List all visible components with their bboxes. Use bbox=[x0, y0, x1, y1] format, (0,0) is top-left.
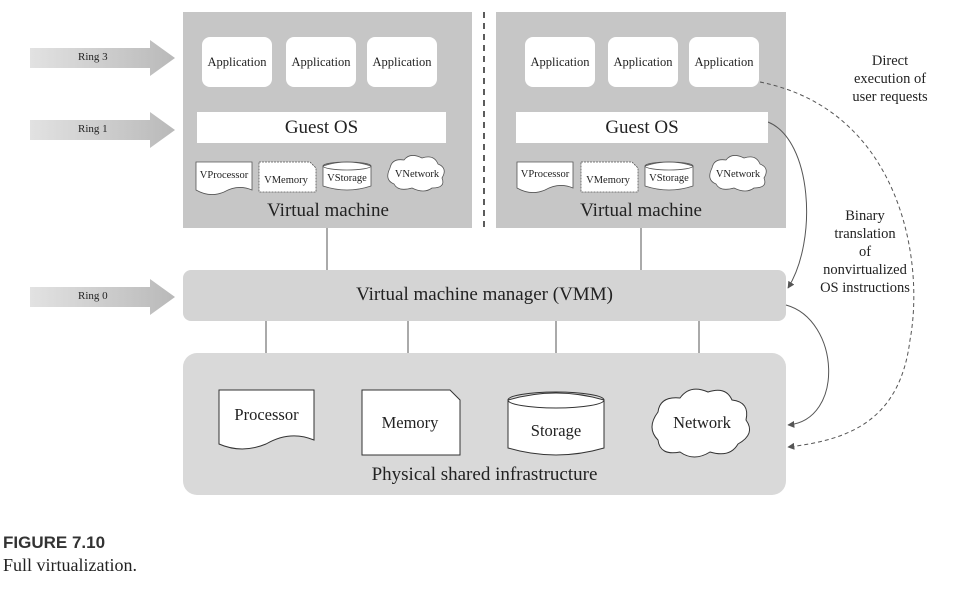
storage-shape bbox=[507, 392, 605, 456]
binary-note-line-1: Binary bbox=[845, 208, 885, 224]
direct-note-line-3: user requests bbox=[852, 89, 928, 105]
vm-right-vnetwork-label: VNetwork bbox=[715, 168, 761, 180]
vm-left-vnetwork-label: VNetwork bbox=[394, 168, 440, 180]
vm-right-vstorage-label: VStorage bbox=[649, 172, 689, 184]
direct-execution-note: Direct execution of user requests bbox=[820, 52, 960, 106]
storage-label: Storage bbox=[530, 421, 582, 440]
vm-left-vmemory-shape bbox=[258, 161, 317, 193]
binary-translation-arrow-1 bbox=[767, 121, 808, 289]
vm-right-vnetwork-shape bbox=[709, 155, 767, 192]
memory-label: Memory bbox=[381, 413, 439, 432]
processor-shape bbox=[218, 389, 315, 450]
processor-label: Processor bbox=[234, 405, 299, 424]
figure-caption: Full virtualization. bbox=[3, 555, 137, 575]
vm-left-guest-os: Guest OS bbox=[197, 112, 446, 143]
vm-left-vstorage-label: VStorage bbox=[327, 172, 367, 184]
vmm-label: Virtual machine manager (VMM) bbox=[356, 284, 613, 305]
direct-note-line-1: Direct bbox=[871, 53, 909, 69]
vm-left-vprocessor-shape bbox=[195, 161, 253, 195]
vm-right-vprocessor-label: VProcessor bbox=[520, 168, 570, 180]
physical-box bbox=[183, 353, 786, 495]
vm-left-vmemory-label: VMemory bbox=[264, 174, 308, 186]
binary-note-line-2: translation bbox=[834, 226, 896, 242]
binary-note-line-5: OS instructions bbox=[820, 280, 910, 296]
vm-right-vprocessor-shape bbox=[516, 161, 574, 193]
ring-0-label: Ring 0 bbox=[78, 290, 108, 302]
vm-right-application-3: Application bbox=[689, 37, 759, 87]
vm-left-application-1: Application bbox=[202, 37, 272, 87]
vm-right-application-1: Application bbox=[525, 37, 595, 87]
ring-0-arrow bbox=[30, 279, 175, 315]
ring-3-arrow bbox=[30, 40, 175, 76]
vm-left-vprocessor-label: VProcessor bbox=[199, 169, 249, 181]
vm-right-vmemory-label: VMemory bbox=[586, 174, 630, 186]
direct-note-line-2: execution of bbox=[853, 71, 927, 87]
network-label: Network bbox=[673, 413, 731, 432]
binary-note-line-3: of bbox=[858, 244, 872, 260]
memory-shape bbox=[361, 389, 461, 456]
network-shape bbox=[651, 388, 751, 458]
ring-3-label: Ring 3 bbox=[78, 51, 108, 63]
vm-right-vmemory-shape bbox=[580, 161, 639, 193]
vm-right-guest-os: Guest OS bbox=[516, 112, 768, 143]
binary-translation-note: Binary translation of nonvirtualized OS … bbox=[795, 207, 935, 297]
physical-label: Physical shared infrastructure bbox=[371, 464, 598, 485]
figure-title: FIGURE 7.10 bbox=[3, 533, 106, 552]
vm-right-label: Virtual machine bbox=[580, 200, 702, 221]
vmm-box bbox=[183, 270, 786, 321]
vm-left-label: Virtual machine bbox=[267, 200, 389, 221]
vm-left-application-3: Application bbox=[367, 37, 437, 87]
direct-execution-arrow bbox=[759, 81, 915, 450]
ring-1-arrow bbox=[30, 112, 175, 148]
vm-left-application-2: Application bbox=[286, 37, 356, 87]
binary-translation-arrow-2 bbox=[785, 304, 830, 428]
ring-1-label: Ring 1 bbox=[78, 123, 108, 135]
vm-right-application-2: Application bbox=[608, 37, 678, 87]
vm-left-vnetwork-shape bbox=[387, 155, 445, 192]
binary-note-line-4: nonvirtualized bbox=[823, 262, 907, 278]
